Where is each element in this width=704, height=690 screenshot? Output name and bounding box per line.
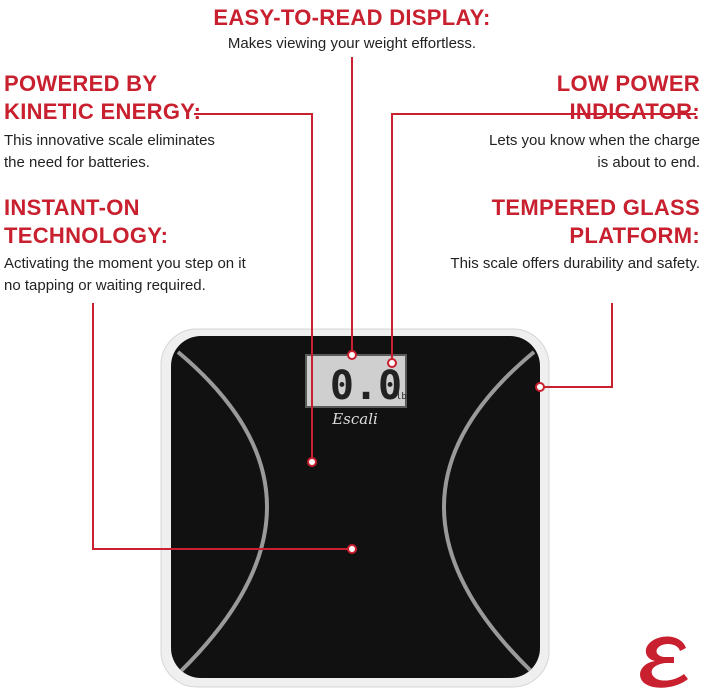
- kinetic-connector: [194, 113, 313, 462]
- low-power-text: Lets you know when the charge is about t…: [489, 130, 700, 174]
- kinetic-heading-line-2: KINETIC ENERGY:: [4, 99, 202, 124]
- glass-marker: [535, 382, 545, 392]
- kinetic-heading-line-1: POWERED BY: [4, 71, 158, 96]
- glass-heading-line-2: PLATFORM:: [569, 223, 700, 248]
- glass-text: This scale offers durability and safety.: [450, 253, 700, 275]
- instant-marker: [347, 544, 357, 554]
- scale-body: [171, 336, 540, 678]
- right-arc: [442, 350, 536, 674]
- instant-connector: [92, 303, 352, 550]
- glass-heading: TEMPERED GLASS PLATFORM:: [492, 194, 700, 250]
- low-power-text-line-1: Lets you know when the charge: [489, 132, 700, 149]
- instant-heading-line-1: INSTANT-ON: [4, 195, 140, 220]
- scale-brand: Escali: [331, 410, 378, 428]
- instant-text: Activating the moment you step on it no …: [4, 253, 246, 297]
- kinetic-heading: POWERED BY KINETIC ENERGY:: [4, 70, 201, 126]
- display-marker: [347, 350, 357, 360]
- lcd-reading: 0.0: [330, 363, 402, 409]
- kinetic-text: This innovative scale eliminates the nee…: [4, 130, 215, 174]
- instant-heading-line-2: TECHNOLOGY:: [4, 223, 169, 248]
- glass-text-line-1: This scale offers durability and safety.: [450, 255, 700, 272]
- display-heading: EASY-TO-READ DISPLAY:: [213, 5, 491, 30]
- kinetic-text-line-2: the need for batteries.: [4, 154, 150, 171]
- instant-heading: INSTANT-ON TECHNOLOGY:: [4, 194, 168, 250]
- lcd-unit: lb: [396, 392, 407, 402]
- left-arc: [176, 350, 269, 674]
- glass-heading-line-1: TEMPERED GLASS: [491, 195, 700, 220]
- low-power-text-line-2: is about to end.: [597, 154, 700, 171]
- kinetic-text-line-1: This innovative scale eliminates: [4, 132, 215, 149]
- instant-text-line-1: Activating the moment you step on it: [4, 255, 246, 272]
- display-text-line: Makes viewing your weight effortless.: [227, 35, 477, 52]
- low-power-connector: [391, 113, 696, 360]
- low-power-heading-line-2: INDICATOR:: [569, 99, 700, 124]
- low-power-heading: LOW POWER INDICATOR:: [557, 70, 700, 126]
- instant-text-line-2: no tapping or waiting required.: [4, 277, 206, 294]
- glass-connector: [542, 303, 613, 388]
- kinetic-marker: [307, 457, 317, 467]
- low-power-heading-line-1: LOW POWER: [556, 71, 700, 96]
- display-text: Makes viewing your weight effortless.: [0, 33, 704, 55]
- low-power-marker: [387, 358, 397, 368]
- escali-e-logo: [640, 636, 688, 688]
